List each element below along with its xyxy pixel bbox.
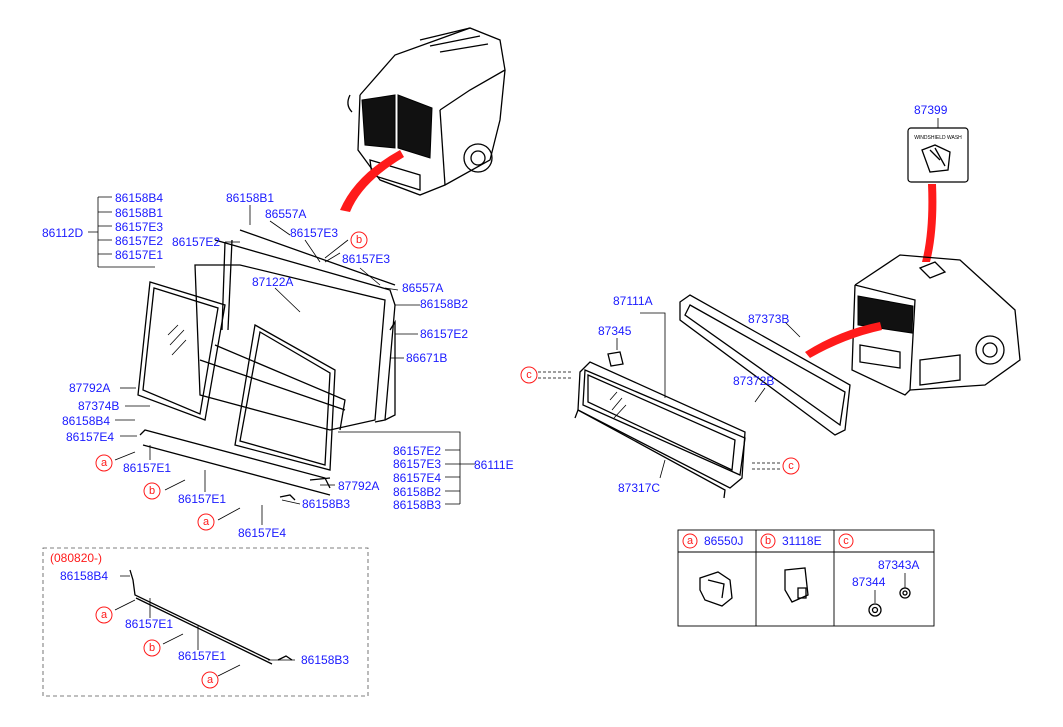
- label-86557A-top: 86557A: [265, 207, 306, 221]
- left-callouts: b a b a: [95, 231, 368, 531]
- sticker-87399: WINDSHIELD WASH: [907, 118, 969, 183]
- label-87374B: 87374B: [78, 399, 119, 413]
- callout-b: b: [149, 485, 155, 497]
- left-labels: 86158B4 86158B1 86157E3 86157E2 86157E1 …: [42, 191, 514, 540]
- label-86158B3-list: 86158B3: [393, 498, 441, 512]
- callout-a: a: [207, 674, 214, 686]
- label-86157E3-top: 86157E3: [290, 226, 338, 240]
- legend-callout-b: b: [765, 535, 771, 547]
- callout-b: b: [149, 642, 155, 654]
- label-86671B: 86671B: [406, 351, 447, 365]
- callout-c: c: [788, 460, 794, 472]
- label-86157E1-detail-b: 86157E1: [178, 649, 226, 663]
- label-86158B1-top: 86158B1: [226, 191, 274, 205]
- detail-date: (080820-): [50, 551, 102, 565]
- legend-31118E: 31118E: [782, 534, 822, 548]
- rear-window-assembly: [574, 294, 851, 499]
- label-86157E2-list: 86157E2: [393, 444, 441, 458]
- label-86158B4: 86158B4: [115, 191, 163, 205]
- label-86557A-right: 86557A: [402, 281, 443, 295]
- rear-arrow: [805, 322, 882, 358]
- label-87373B: 87373B: [748, 312, 789, 326]
- label-87111A: 87111A: [613, 294, 653, 308]
- legend-callout-a: a: [687, 535, 694, 547]
- label-86158B4-detail: 86158B4: [60, 569, 108, 583]
- label-86157E1-detail-a: 86157E1: [125, 617, 173, 631]
- label-86158B2-list: 86158B2: [393, 485, 441, 499]
- right-leaders: [538, 312, 801, 479]
- legend-87344: 87344: [852, 575, 886, 589]
- left-leaders: [88, 196, 475, 525]
- callout-b: b: [356, 234, 362, 246]
- label-86158B2-right: 86158B2: [420, 297, 468, 311]
- front-arrow: [340, 150, 404, 212]
- label-87345: 87345: [598, 324, 632, 338]
- bus-rear-illustration: [851, 254, 1021, 396]
- windshield-assembly: [137, 229, 396, 501]
- sticker-arrow: [922, 184, 937, 262]
- label-86157E3-mid: 86157E3: [342, 252, 390, 266]
- label-86157E1-lowest: 86157E1: [178, 492, 226, 506]
- legend-86550J: 86550J: [704, 534, 743, 548]
- label-86157E3-list: 86157E3: [393, 457, 441, 471]
- label-87399: 87399: [914, 103, 948, 117]
- label-86158B3-mid: 86158B3: [302, 497, 350, 511]
- label-87122A: 87122A: [252, 275, 293, 289]
- right-labels: 87111A 87345 87373B 87372B 87317C 87399: [598, 103, 948, 495]
- label-86157E1-lower: 86157E1: [123, 461, 171, 475]
- label-86157E2-top: 86157E2: [172, 235, 220, 249]
- label-87317C: 87317C: [618, 481, 660, 495]
- label-86157E4-left: 86157E4: [66, 430, 114, 444]
- callout-a: a: [101, 609, 108, 621]
- callout-c: c: [526, 369, 532, 381]
- callout-a: a: [203, 516, 210, 528]
- label-86158B1: 86158B1: [115, 206, 163, 220]
- label-87792A-left: 87792A: [69, 381, 110, 395]
- label-86157E4-list: 86157E4: [393, 471, 441, 485]
- label-86157E4-bottom: 86157E4: [238, 526, 286, 540]
- label-86157E3: 86157E3: [115, 220, 163, 234]
- label-87792A-right: 87792A: [338, 479, 379, 493]
- sticker-caption: WINDSHIELD WASH: [914, 135, 962, 141]
- label-86157E1: 86157E1: [115, 248, 163, 262]
- label-86157E2-right: 86157E2: [420, 327, 468, 341]
- legend-table: a 86550J b 31118E c 87343A 87344: [677, 529, 935, 627]
- bus-front-illustration: [347, 27, 506, 196]
- legend-87343A: 87343A: [878, 558, 919, 572]
- label-87372B: 87372B: [733, 374, 774, 388]
- label-86111E: 86111E: [474, 458, 514, 472]
- label-86158B3-detail: 86158B3: [301, 653, 349, 667]
- callout-a: a: [101, 457, 108, 469]
- legend-callout-c: c: [843, 535, 849, 547]
- label-86158B4-left: 86158B4: [62, 414, 110, 428]
- detail-box: (080820-) 86158B4 86157E1 86157E1 86158B…: [42, 547, 369, 697]
- label-86157E2: 86157E2: [115, 234, 163, 248]
- label-86112D: 86112D: [42, 226, 83, 240]
